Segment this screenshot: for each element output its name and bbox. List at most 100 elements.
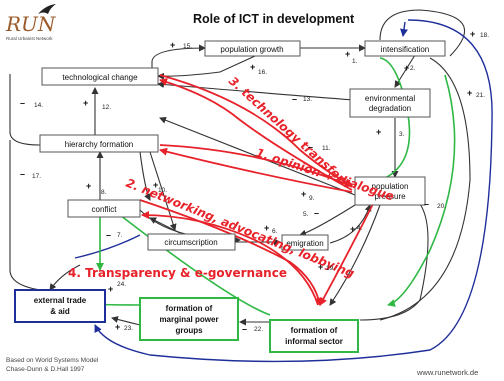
num-6: 6. (272, 228, 278, 235)
label-marginal-power: marginal power (159, 315, 218, 324)
num-20: 20. (437, 203, 446, 210)
num-21: 21. (476, 92, 485, 99)
sign-7: – (106, 230, 111, 240)
link-5 (299, 204, 356, 237)
node-population-growth: population growth (204, 40, 301, 57)
num-7: 7. (117, 232, 123, 239)
sign-21: + (467, 88, 472, 98)
node-population-pressure: population pressure (354, 176, 426, 206)
link-number-labels: + 1. + 2. + 3. + 4. – 5. + 6. – 7. + 8. … (20, 29, 489, 334)
ict-technology-transfer-back (159, 74, 353, 186)
node-informal-sector: formation of informal sector (269, 319, 359, 353)
num-16: 16. (258, 69, 267, 76)
label-population-growth: population growth (220, 45, 283, 54)
num-14: 14. (34, 102, 43, 109)
diagram-title: Role of ICT in development (193, 12, 355, 26)
ict-opinion-dialogue (159, 144, 353, 188)
label-hierarchy-formation: hierarchy formation (65, 140, 133, 149)
sign-20: – (424, 199, 429, 209)
num-18: 18. (480, 32, 489, 39)
label-informal-sector: informal sector (285, 337, 343, 346)
link-4 (329, 204, 372, 244)
ict-networking-back (141, 211, 319, 306)
sign-22: – (242, 324, 247, 334)
sign-4: + (350, 224, 355, 234)
node-external-trade: external trade & aid (14, 289, 106, 323)
num-2: 2. (410, 65, 416, 72)
link-13 (157, 81, 356, 101)
label-external-trade: external trade (34, 296, 87, 305)
num-1: 1. (352, 58, 358, 65)
label-circumscription: circumscription (164, 238, 217, 247)
blue-links (74, 19, 493, 363)
sign-8: + (86, 181, 91, 191)
link-19 (329, 204, 381, 306)
node-marginal-power-groups: formation of marginal power groups (139, 297, 239, 341)
sign-9: + (301, 189, 306, 199)
sign-10: + (153, 180, 158, 190)
num-4: 4. (357, 225, 363, 232)
website-url: www.runetwork.de (416, 368, 478, 377)
num-23: 23. (124, 325, 133, 332)
link-9 (139, 151, 151, 201)
label-intensification: intensification (381, 45, 429, 54)
node-conflict: conflict (67, 199, 141, 218)
link-14 (9, 74, 41, 146)
link-18 (94, 19, 493, 363)
num-10: 10. (158, 187, 167, 194)
link-17 (9, 140, 41, 291)
num-15: 15. (183, 43, 192, 50)
label-formation-of-2: formation of (291, 326, 338, 335)
logo-text: RUN (5, 12, 57, 36)
sign-5: – (314, 208, 319, 218)
link-24 (49, 264, 81, 291)
sign-2: + (404, 63, 409, 73)
num-5: 5. (303, 211, 309, 218)
label-technological-change: technological change (62, 73, 138, 82)
sign-13: – (292, 94, 297, 104)
sign-12: + (83, 98, 88, 108)
sign-24: + (108, 284, 113, 294)
link-21 (379, 57, 471, 321)
black-links (9, 9, 471, 326)
sign-17: – (20, 169, 25, 179)
sign-11: – (308, 142, 313, 152)
ict-technology-transfer (159, 78, 353, 191)
sign-1: + (345, 49, 350, 59)
node-hierarchy-formation: hierarchy formation (39, 134, 159, 153)
bird-icon (38, 4, 56, 14)
num-22: 22. (254, 326, 263, 333)
node-circumscription: circumscription (147, 233, 236, 251)
source-line-2: Chase-Dunn & D.Hall 1997 (6, 366, 85, 373)
link-18-top (379, 9, 466, 57)
num-8: 8. (101, 189, 107, 196)
logo-subtitle: Rural Urbanist Network (6, 36, 53, 41)
link-2 (394, 54, 416, 88)
link-16 (157, 55, 256, 80)
sign-23: + (115, 322, 120, 332)
node-intensification: intensification (364, 40, 446, 57)
node-emigration: emigration (281, 234, 329, 251)
num-11: 11. (322, 145, 331, 152)
label-formation-of-1: formation of (166, 304, 213, 313)
num-12: 12. (102, 104, 111, 111)
label-pressure: pressure (374, 192, 406, 201)
sign-16: + (250, 62, 255, 72)
source-line-1: Based on World Systems Model (6, 357, 99, 364)
sign-19: + (318, 262, 323, 272)
sign-18: + (470, 29, 475, 39)
ict-transparency (319, 189, 381, 306)
link-23 (111, 316, 141, 326)
link-15 (151, 44, 206, 75)
sign-14: – (20, 98, 25, 108)
blue-external-arc (74, 234, 141, 259)
label-environmental: environmental (365, 94, 415, 103)
label-conflict: conflict (92, 205, 118, 214)
num-24: 24. (117, 281, 126, 288)
num-19: 19. (326, 265, 335, 272)
blue-arrow-intensification (400, 21, 408, 37)
sign-3: + (376, 127, 381, 137)
num-17: 17. (32, 173, 41, 180)
